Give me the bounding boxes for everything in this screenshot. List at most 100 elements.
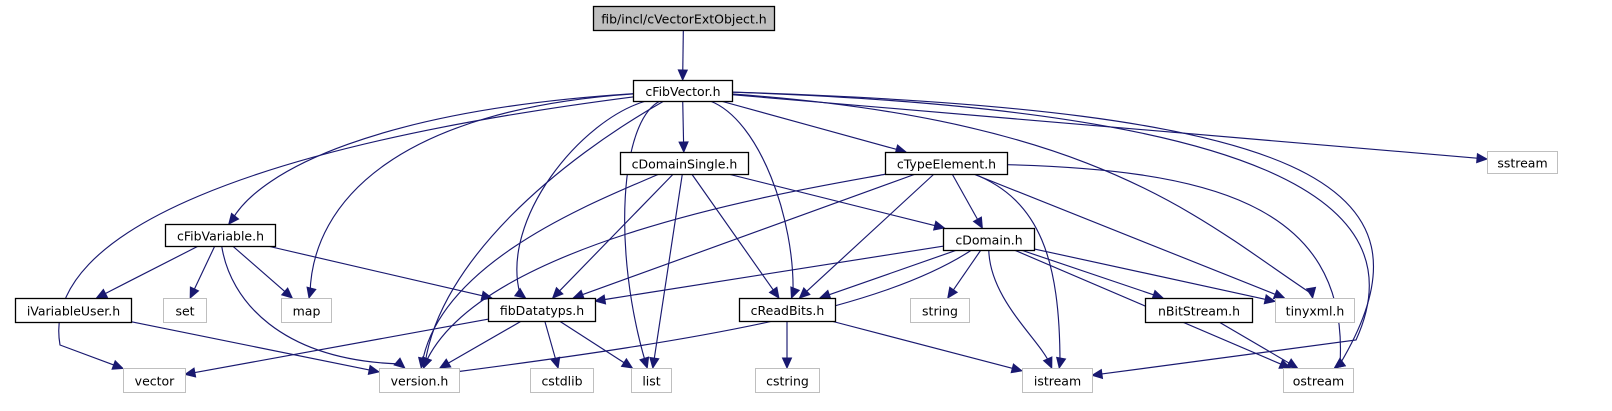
arrowhead-map: [280, 287, 294, 299]
node-box: [619, 151, 750, 176]
arrowhead-string: [947, 286, 959, 300]
arrowhead-version: [438, 358, 452, 369]
node-box: [942, 227, 1036, 252]
node-tinyxml: tinyxml.h: [1275, 298, 1355, 323]
arrowhead-cstring: [781, 357, 793, 370]
node-label: map: [293, 304, 321, 319]
node-cDomain[interactable]: cDomain.h: [942, 227, 1036, 252]
node-fibDatatyps[interactable]: fibDatatyps.h: [487, 297, 597, 323]
node-box: [487, 297, 597, 323]
node-label: cstring: [766, 374, 809, 389]
node-label: ostream: [1293, 374, 1344, 389]
edge-cDomain-to-cReadBits: [829, 249, 958, 296]
edge-cFibVariable-to-map: [232, 245, 286, 292]
node-nBitStream[interactable]: nBitStream.h: [1144, 297, 1254, 324]
node-cFibVariable[interactable]: cFibVariable.h: [164, 223, 277, 248]
arrowhead-cDomainSingle: [678, 141, 689, 154]
arrowhead-tinyxml: [1305, 286, 1317, 300]
arrowhead-list: [649, 356, 660, 370]
node-cReadBits[interactable]: cReadBits.h: [738, 297, 837, 323]
arrowhead-version: [422, 356, 433, 370]
edge-root-to-cFibVector: [682, 29, 684, 71]
arrowhead-tinyxml: [1263, 294, 1277, 305]
node-box: [1144, 297, 1254, 324]
edge-cFibVector-to-fibDatatyps: [516, 100, 647, 296]
edge-cDomain-to-fibDatatyps: [604, 245, 944, 301]
arrowhead-fibDatatyps: [593, 294, 607, 305]
node-root[interactable]: fib/incl/cVectorExtObject.h: [592, 5, 776, 32]
arrowhead-fibDatatyps: [513, 287, 527, 299]
node-box: [1275, 298, 1355, 323]
arrowhead-cFibVariable: [228, 212, 240, 225]
arrowhead-set: [189, 286, 200, 300]
edge-fibDatatyps-to-cstdlib: [544, 320, 556, 359]
node-label: cstdlib: [541, 374, 582, 389]
arrowhead-cDomain: [972, 216, 983, 230]
node-label: vector: [135, 374, 176, 389]
edge-cTypeElement-to-istream: [973, 173, 1062, 365]
arrowhead-cReadBits: [790, 286, 801, 300]
edge-cDomain-to-nBitStream: [1020, 249, 1154, 296]
arrowhead-list: [639, 356, 650, 370]
arrowhead-cReadBits: [768, 286, 780, 299]
edge-cDomainSingle-to-cDomain: [727, 173, 935, 227]
edge-cDomainSingle-to-fibDatatyps: [559, 173, 674, 292]
node-cDomainSingle[interactable]: cDomainSingle.h: [619, 151, 750, 176]
node-ostream: ostream: [1283, 368, 1354, 393]
node-label: fibDatatyps.h: [500, 303, 584, 318]
node-box: [738, 297, 837, 323]
node-label: cDomain.h: [955, 233, 1022, 248]
arrowhead-list: [620, 357, 634, 369]
arrowhead-version: [367, 364, 381, 375]
edge-cTypeElement-to-cReadBits: [806, 173, 935, 292]
node-string: string: [910, 298, 970, 323]
arrowhead-iVariableUser: [95, 288, 109, 299]
edge-cTypeElement-to-cDomain: [951, 173, 978, 220]
node-label: cFibVariable.h: [177, 229, 264, 244]
edge-cFibVariable-to-version: [221, 245, 402, 365]
edge-cReadBits-to-istream: [830, 320, 1013, 369]
edge-fibDatatyps-to-version: [448, 320, 522, 364]
edge-cFibVector-to-cTypeElement: [720, 100, 897, 150]
arrowhead-nBitStream: [1151, 289, 1165, 300]
edge-cTypeElement-to-ostream: [1006, 164, 1343, 366]
edge-cFibVector-to-ostream: [731, 91, 1375, 365]
node-set: set: [163, 298, 207, 323]
arrowhead-cFibVector: [677, 69, 689, 82]
node-label: nBitStream.h: [1158, 304, 1240, 319]
arrowhead-istream: [1042, 356, 1053, 370]
node-label: sstream: [1497, 156, 1547, 171]
edge-cFibVector-to-cReadBits: [709, 100, 796, 295]
node-box: [379, 368, 460, 393]
node-label: string: [922, 304, 958, 319]
node-label: cTypeElement.h: [897, 157, 996, 172]
edge-cDomainSingle-to-version: [421, 173, 660, 365]
nodes-layer: fib/incl/cVectorExtObject.h cFibVector.h c…: [14, 5, 1558, 393]
node-cstdlib: cstdlib: [530, 368, 594, 393]
edge-cFibVector-to-map: [309, 93, 634, 295]
edge-cTypeElement-to-tinyxml: [973, 173, 1276, 295]
node-version: version.h: [379, 368, 460, 393]
node-cTypeElement[interactable]: cTypeElement.h: [884, 151, 1009, 176]
node-cFibVector[interactable]: cFibVector.h: [632, 79, 734, 103]
node-label: cFibVector.h: [645, 84, 720, 99]
arrowhead-vector: [183, 367, 197, 378]
edge-nBitStream-to-ostream: [1218, 321, 1290, 364]
edge-cDomain-to-version: [449, 249, 973, 374]
arrowhead-cstdlib: [550, 356, 561, 370]
edge-cFibVector-to-cDomainSingle: [682, 100, 685, 143]
arrowhead-tinyxml: [1272, 289, 1286, 300]
edge-cDomain-to-istream: [988, 249, 1051, 365]
node-iVariableUser[interactable]: iVariableUser.h: [14, 297, 133, 324]
node-label: fib/incl/cVectorExtObject.h: [601, 12, 766, 27]
node-cstring: cstring: [755, 368, 820, 393]
edge-cFibVector-to-tinyxml: [731, 93, 1313, 296]
node-istream: istream: [1022, 368, 1093, 393]
edge-cDomainSingle-to-list: [653, 173, 683, 359]
arrowhead-istream: [1090, 368, 1104, 380]
edge-iVariableUser-to-version: [130, 321, 370, 371]
edge-cFibVector-to-version: [424, 100, 665, 365]
node-box: [164, 223, 277, 248]
arrowhead-cReadBits: [818, 289, 832, 300]
